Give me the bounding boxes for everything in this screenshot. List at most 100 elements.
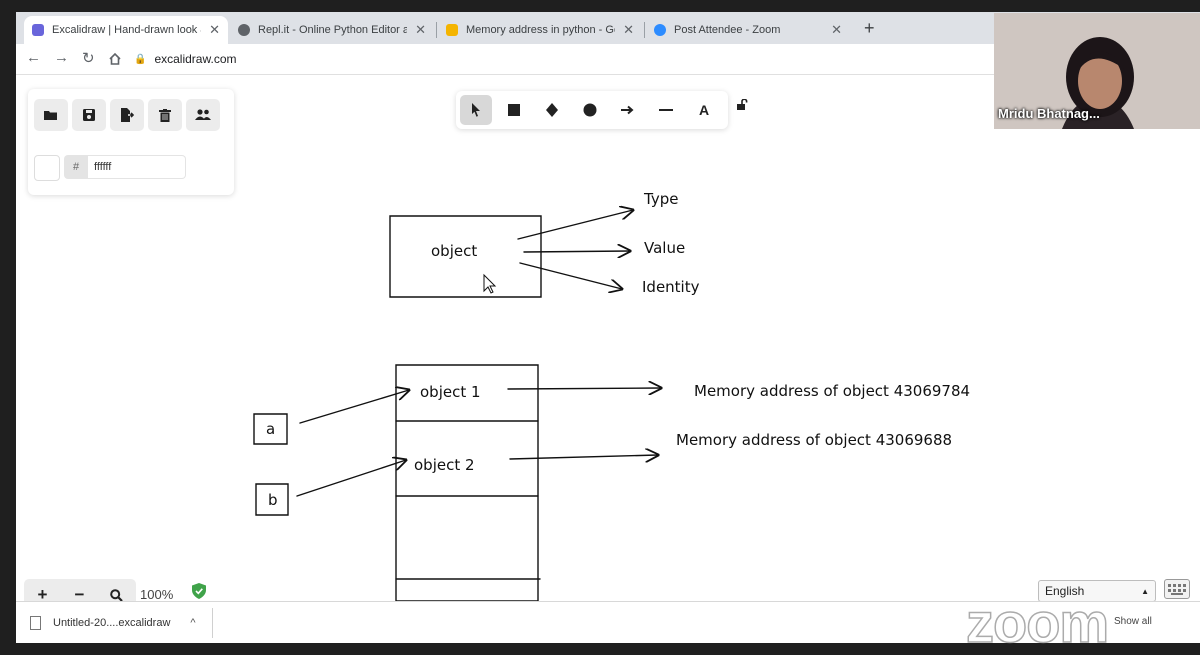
type-label: Type <box>643 190 678 208</box>
object-2-label: object 2 <box>414 456 475 474</box>
download-filename: Untitled-20....excalidraw <box>53 617 171 629</box>
tab-close-icon[interactable]: ✕ <box>831 22 842 37</box>
zoom-watermark: zoom <box>965 590 1110 655</box>
replit-favicon-icon <box>238 24 250 36</box>
text-tool-button[interactable]: A <box>698 102 710 118</box>
url-text: excalidraw.com <box>154 52 237 66</box>
variable-a-label: a <box>266 420 275 438</box>
participant-name: Mridu Bhatnag... <box>998 106 1100 121</box>
shape-toolbar: A <box>456 91 728 129</box>
magnifier-icon <box>110 588 123 602</box>
square-icon <box>508 104 520 116</box>
tab-close-icon[interactable]: ✕ <box>623 22 634 37</box>
collaboration-button[interactable] <box>186 99 220 131</box>
variable-b-box[interactable] <box>255 483 289 516</box>
tab-close-icon[interactable]: ✕ <box>209 22 220 37</box>
zoom-level-text: 100% <box>140 587 174 602</box>
participant-video[interactable]: Mridu Bhatnag... <box>994 13 1200 129</box>
lock-icon: 🔒 <box>134 53 147 65</box>
select-tool-button[interactable] <box>460 95 492 125</box>
search-favicon-icon <box>446 24 458 36</box>
users-icon <box>195 109 211 120</box>
line-tool-button[interactable] <box>650 95 682 125</box>
pointer-icon <box>472 103 480 117</box>
tab-title: Excalidraw | Hand-drawn look & <box>52 24 202 36</box>
identity-label: Identity <box>642 278 700 296</box>
b-reference-arrow[interactable] <box>296 460 406 497</box>
address-arrow-1[interactable] <box>507 388 661 389</box>
file-actions-panel: # ffffff <box>28 89 234 195</box>
forward-arrow-icon[interactable]: → <box>54 49 69 66</box>
tab-google-search[interactable]: Memory address in python - Go ✕ <box>438 16 642 44</box>
ellipse-tool-button[interactable] <box>574 95 606 125</box>
identity-arrow[interactable] <box>519 262 622 289</box>
excalidraw-favicon-icon <box>32 24 44 36</box>
drawing-area[interactable]: object Type Value Identity object 1 obje… <box>16 75 1200 601</box>
background-color-swatch[interactable] <box>34 155 60 181</box>
circle-icon <box>583 103 597 117</box>
line-icon <box>659 109 673 111</box>
tab-replit[interactable]: Repl.it - Online Python Editor an ✕ <box>230 16 434 44</box>
diamond-icon <box>546 103 558 117</box>
tab-title: Post Attendee - Zoom <box>674 24 781 36</box>
tab-zoom[interactable]: Post Attendee - Zoom ✕ <box>646 16 850 44</box>
folder-icon <box>44 111 57 120</box>
download-item[interactable]: Untitled-20....excalidraw ^ <box>30 610 196 636</box>
back-arrow-icon[interactable]: ← <box>26 49 41 66</box>
encryption-shield-icon[interactable] <box>192 583 206 599</box>
rectangle-tool-button[interactable] <box>498 95 530 125</box>
file-icon <box>30 616 41 630</box>
participant-video-frame <box>994 13 1200 129</box>
hex-prefix: # <box>64 155 88 179</box>
download-options-icon[interactable]: ^ <box>190 617 196 629</box>
trash-icon <box>159 108 171 122</box>
type-arrow[interactable] <box>517 210 633 240</box>
download-shelf: Untitled-20....excalidraw ^ Show all <box>16 601 1200 643</box>
object-1-label: object 1 <box>420 383 481 401</box>
tab-excalidraw[interactable]: Excalidraw | Hand-drawn look & ✕ <box>24 16 228 44</box>
variable-b-label: b <box>268 491 278 509</box>
dropdown-caret-icon: ▲ <box>1141 586 1149 596</box>
export-icon <box>121 108 134 122</box>
diamond-tool-button[interactable] <box>536 95 568 125</box>
tab-title: Memory address in python - Go <box>466 24 616 36</box>
excalidraw-canvas[interactable]: # ffffff A <box>16 75 1200 611</box>
arrow-icon <box>621 105 634 115</box>
a-reference-arrow[interactable] <box>299 390 409 424</box>
arrow-tool-button[interactable] <box>612 95 644 125</box>
zoom-out-button[interactable]: − <box>74 585 85 604</box>
value-label: Value <box>644 239 685 257</box>
background-color-input[interactable]: ffffff <box>88 155 186 179</box>
zoom-in-button[interactable]: + <box>37 585 48 604</box>
address-1-label: Memory address of object 43069784 <box>694 382 970 400</box>
show-all-downloads-button[interactable]: Show all <box>1114 616 1152 627</box>
save-button[interactable] <box>72 99 106 131</box>
tab-close-icon[interactable]: ✕ <box>415 22 426 37</box>
address-bar[interactable]: 🔒 excalidraw.com <box>134 48 984 70</box>
address-2-label: Memory address of object 43069688 <box>676 431 952 449</box>
lock-tool-icon[interactable] <box>736 99 748 111</box>
tab-separator <box>644 22 645 38</box>
language-select[interactable]: English ▲ <box>1038 580 1156 602</box>
mouse-cursor-icon <box>483 273 497 294</box>
language-value: English <box>1045 584 1085 598</box>
new-tab-button[interactable]: + <box>864 18 875 38</box>
value-arrow[interactable] <box>523 251 630 252</box>
object-label: object <box>431 242 477 260</box>
variable-a-box[interactable] <box>253 413 288 445</box>
shelf-separator <box>212 608 213 638</box>
open-folder-button[interactable] <box>34 99 68 131</box>
tab-title: Repl.it - Online Python Editor an <box>258 24 408 36</box>
address-arrow-2[interactable] <box>509 455 658 459</box>
clear-canvas-button[interactable] <box>148 99 182 131</box>
keyboard-icon[interactable] <box>1164 579 1190 599</box>
reload-icon[interactable]: ↻ <box>82 50 95 67</box>
zoom-favicon-icon <box>654 24 666 36</box>
reset-zoom-button[interactable] <box>98 579 135 611</box>
home-icon[interactable] <box>108 52 122 66</box>
tab-separator <box>436 22 437 38</box>
memory-stack[interactable] <box>395 364 539 601</box>
export-button[interactable] <box>110 99 144 131</box>
object-box[interactable] <box>389 215 542 298</box>
save-icon <box>83 109 95 121</box>
